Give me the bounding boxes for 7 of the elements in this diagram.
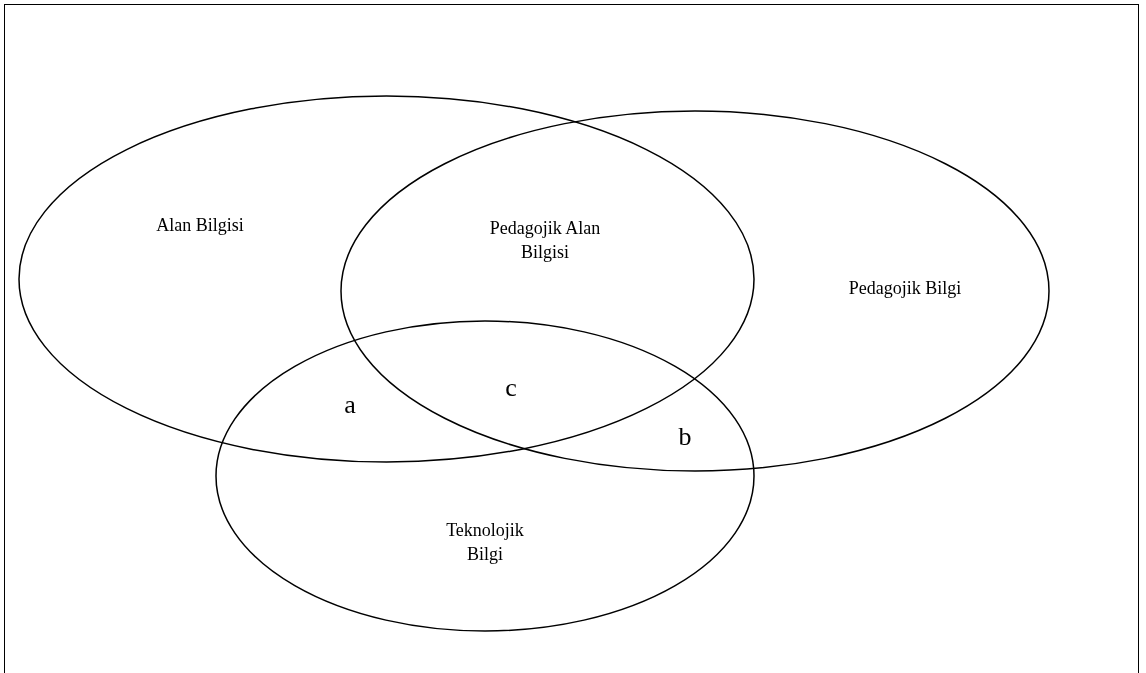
set-label: Pedagojik Bilgi xyxy=(847,277,963,300)
overlap-label: Pedagojik Alan Bilgisi xyxy=(488,217,602,264)
set-label: Teknolojik Bilgi xyxy=(445,519,525,566)
region-letter: a xyxy=(343,389,357,421)
region-letter: c xyxy=(504,372,518,404)
set-label: Alan Bilgisi xyxy=(155,214,245,237)
region-letter: b xyxy=(677,421,693,453)
